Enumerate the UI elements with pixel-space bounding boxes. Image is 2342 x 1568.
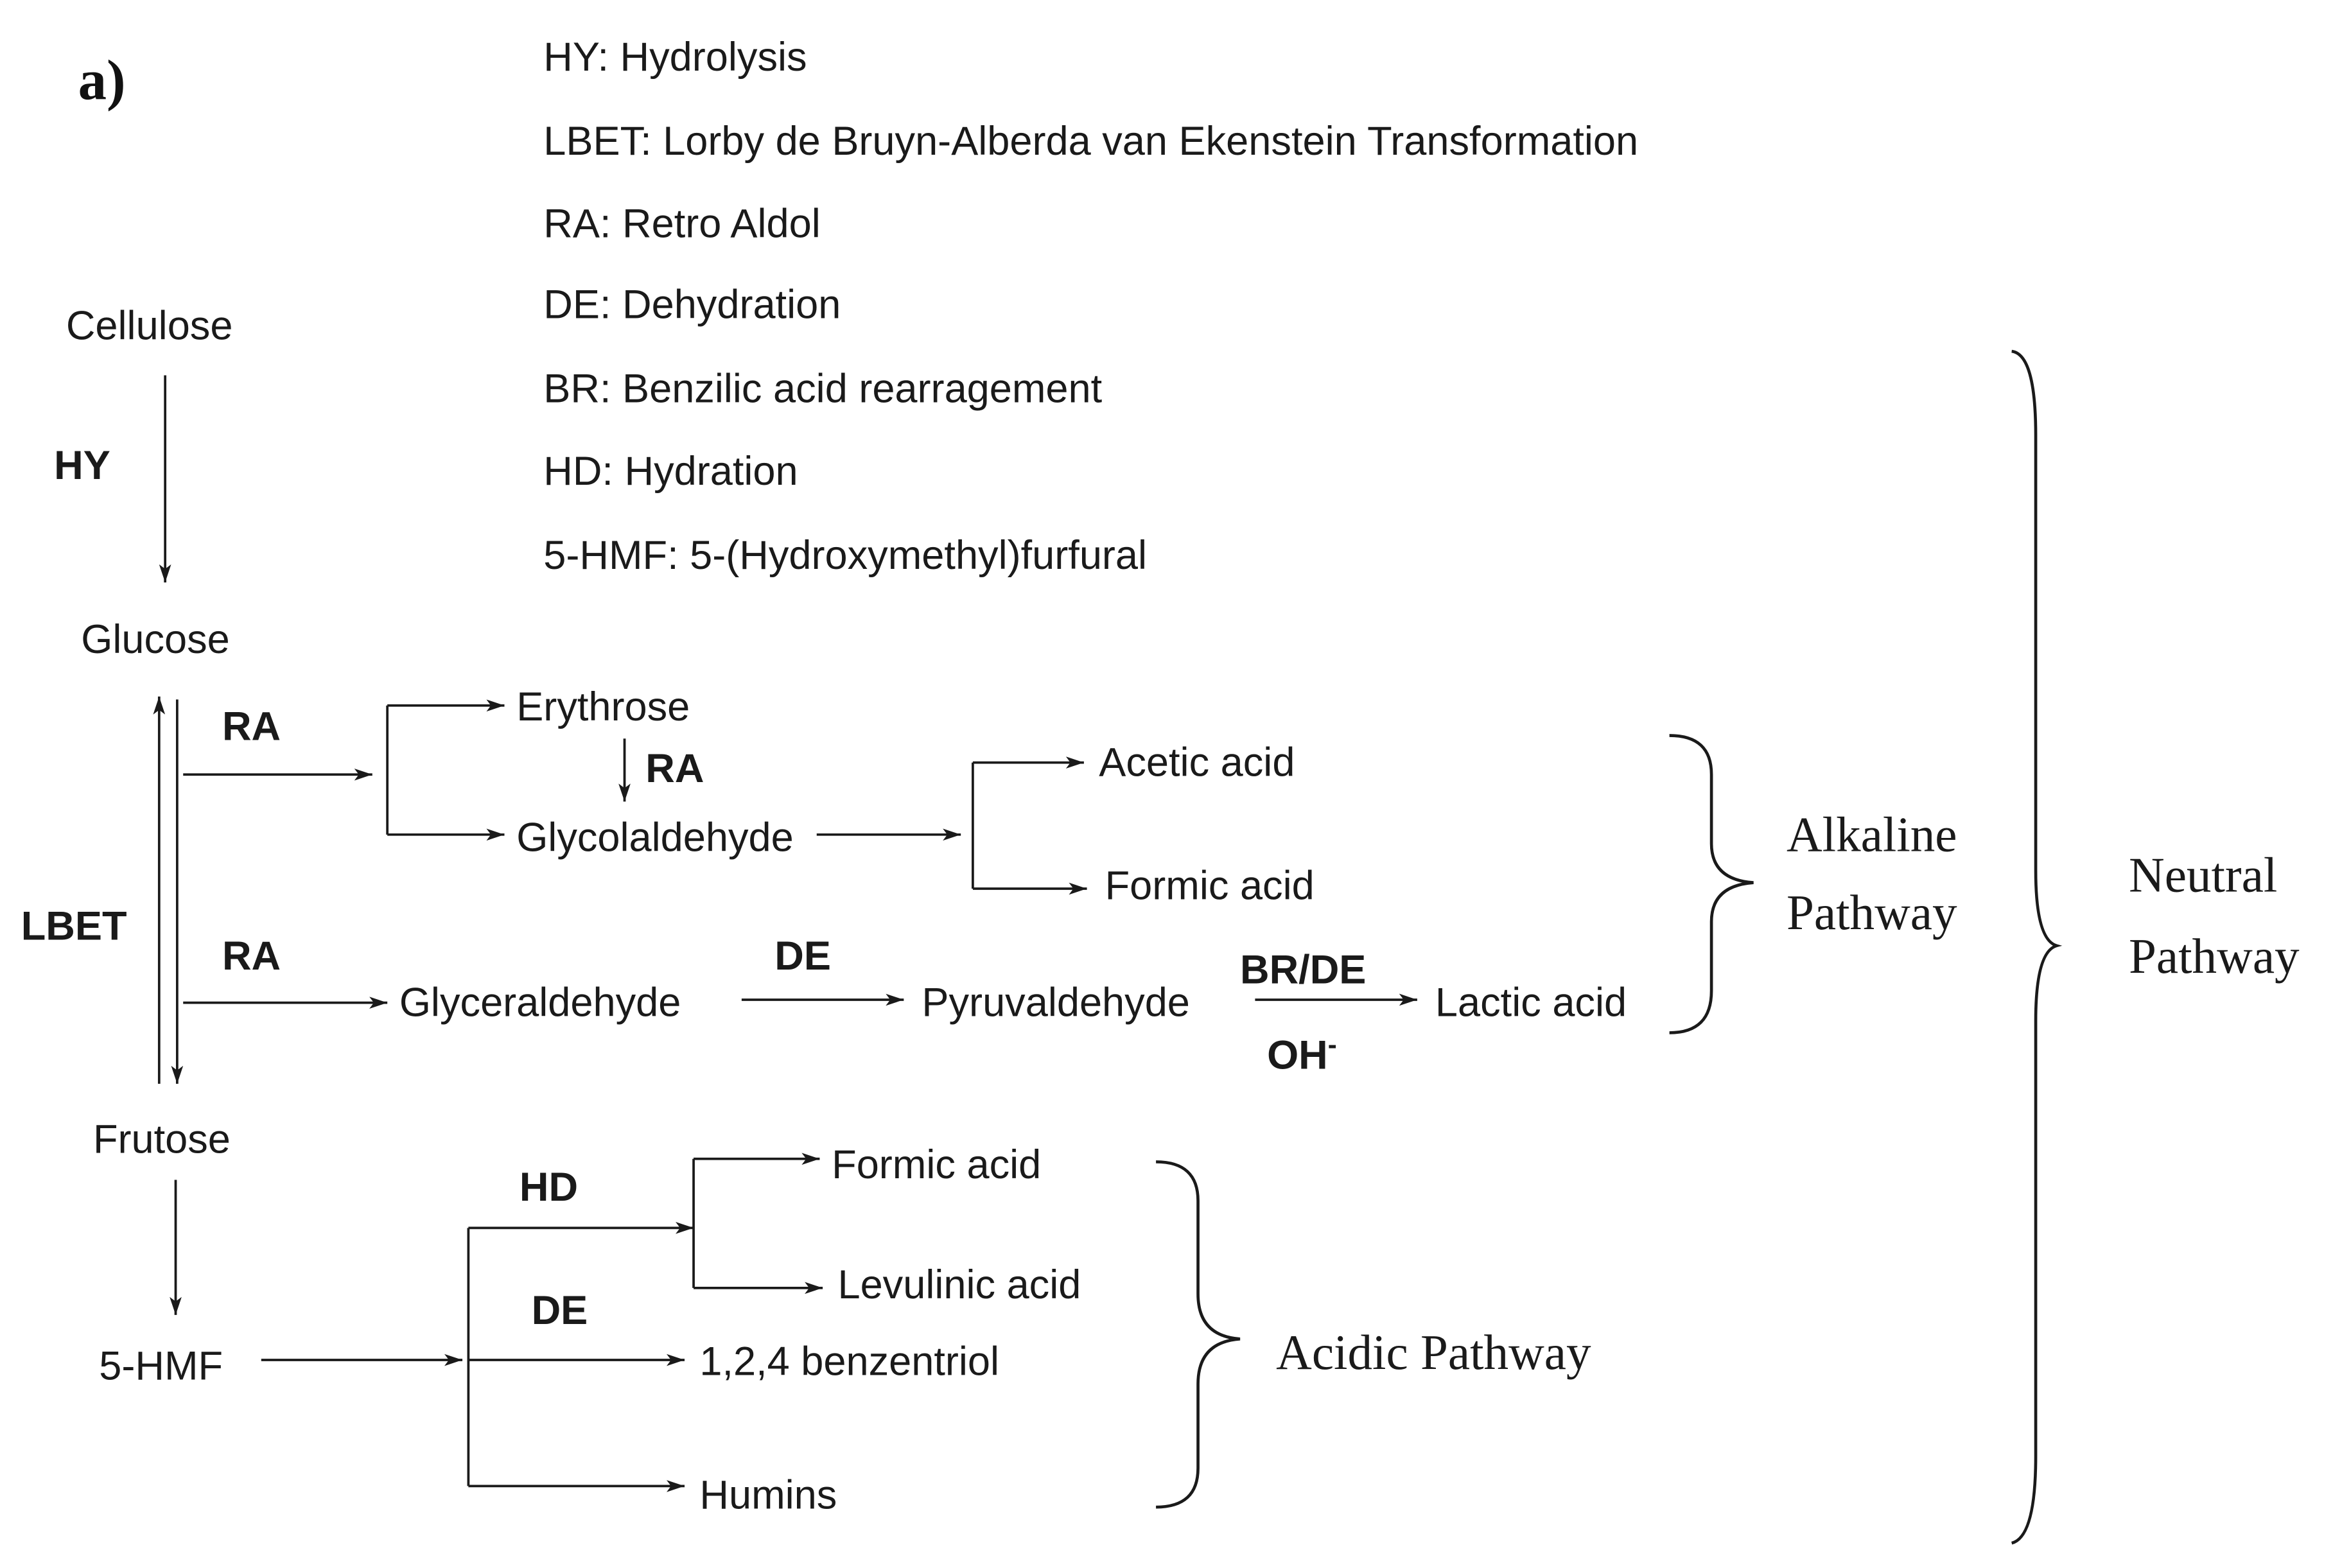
brace-acidic xyxy=(1156,1160,1241,1509)
label-de-hmf: DE xyxy=(532,1288,588,1333)
node-formic-acid-acidic: Formic acid xyxy=(832,1142,1041,1187)
legend-item-hd: HD: Hydration xyxy=(543,449,798,494)
brace-neutral xyxy=(2011,349,2063,1545)
legend-item-de: DE: Dehydration xyxy=(543,283,841,327)
node-glycolaldehyde: Glycolaldehyde xyxy=(516,815,794,860)
pathway-acidic: Acidic Pathway xyxy=(1276,1325,1591,1380)
node-hmf: 5-HMF xyxy=(99,1343,223,1388)
legend-item-ra: RA: Retro Aldol xyxy=(543,201,820,246)
label-ra-lower: RA xyxy=(222,934,281,979)
label-lbet: LBET xyxy=(21,903,127,948)
node-lactic-acid: Lactic acid xyxy=(1435,980,1627,1025)
node-benzentriol: 1,2,4 benzentriol xyxy=(699,1339,999,1384)
label-hy: HY xyxy=(54,443,110,488)
brace-alkaline xyxy=(1669,734,1754,1034)
legend-item-lbet: LBET: Lorby de Bruyn-Alberda van Ekenste… xyxy=(543,119,1638,164)
pathway-neutral-line2: Pathway xyxy=(2129,928,2300,984)
node-glyceraldehyde: Glyceraldehyde xyxy=(399,980,681,1025)
pathway-alkaline-line1: Alkaline xyxy=(1787,807,1957,862)
node-humins: Humins xyxy=(699,1472,837,1517)
node-pyruvaldehyde: Pyruvaldehyde xyxy=(922,980,1189,1025)
node-frutose: Frutose xyxy=(93,1117,231,1162)
legend-item-hmf: 5-HMF: 5-(Hydroxymethyl)furfural xyxy=(543,533,1147,578)
pathway-neutral-line1: Neutral xyxy=(2129,848,2277,903)
node-levulinic-acid: Levulinic acid xyxy=(837,1262,1081,1307)
node-cellulose: Cellulose xyxy=(66,303,233,348)
label-hd: HD xyxy=(520,1165,578,1210)
legend-item-hy: HY: Hydrolysis xyxy=(543,35,807,80)
label-de-glyceraldehyde: DE xyxy=(774,934,831,979)
node-glucose: Glucose xyxy=(81,617,230,662)
label-ra-upper: RA xyxy=(222,704,281,749)
node-formic-acid-alkaline: Formic acid xyxy=(1105,863,1315,908)
node-acetic-acid: Acetic acid xyxy=(1099,740,1295,785)
pathway-alkaline-line2: Pathway xyxy=(1787,885,1957,940)
label-br-de: BR/DE xyxy=(1240,947,1366,992)
legend-item-br: BR: Benzilic acid rearragement xyxy=(543,367,1102,412)
panel-label: a) xyxy=(78,49,126,112)
label-ra-erythrose: RA xyxy=(645,746,704,791)
node-erythrose: Erythrose xyxy=(516,684,690,729)
label-oh-minus: OH- xyxy=(1267,1029,1337,1077)
abbreviation-legend: HY: Hydrolysis LBET: Lorby de Bruyn-Albe… xyxy=(543,35,1638,578)
